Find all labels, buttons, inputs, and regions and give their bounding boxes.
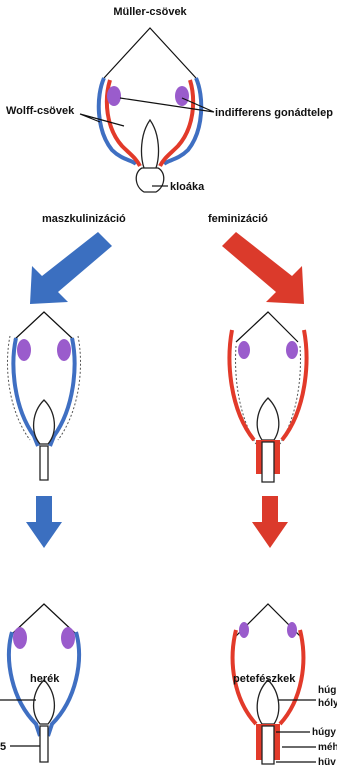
female-arrow-down [252, 496, 288, 548]
label-gonad: indifferens gonádtelep [215, 107, 333, 119]
female-intermediate-stage [230, 312, 307, 482]
label-feminization: feminizáció [208, 213, 268, 225]
label-bladder-2: hóly [318, 698, 337, 709]
female-mid-urethra [262, 442, 274, 482]
male-mid-gonad-left [17, 339, 31, 361]
male-mid-bladder [34, 400, 55, 444]
label-urethra: húgy [312, 727, 336, 738]
label-uterus: méh [318, 742, 337, 753]
male-testis-right [61, 627, 75, 649]
male-intermediate-stage [7, 312, 80, 480]
male-mid-frame [14, 312, 74, 340]
female-mid-gonad-right [286, 341, 298, 359]
female-mid-gonad-left [238, 341, 250, 359]
female-ovary-right [287, 622, 297, 638]
gonad-right [175, 86, 189, 106]
label-vagina: hüv [318, 757, 336, 768]
label-masculinization: maszkulinizáció [42, 213, 126, 225]
female-final-urethra [262, 726, 274, 764]
female-ovary-left [239, 622, 249, 638]
label-muller: Müller-csövek [113, 6, 187, 18]
male-testis-left [13, 627, 27, 649]
female-arrow-diagonal [222, 232, 304, 304]
cloaca-bulb [136, 168, 164, 192]
gonad-left [107, 86, 121, 106]
female-mid-frame [236, 312, 298, 342]
female-final-stage: petefészkek húg hóly húgy méh hüv [233, 604, 337, 768]
label-ovaries: petefészkek [233, 673, 296, 685]
top-frame-lines [104, 28, 196, 78]
indifferent-stage: Müller-csövek Wolff-csövek indifferens g… [6, 6, 333, 193]
female-final-bladder [257, 680, 279, 724]
male-final-bladder [34, 680, 55, 724]
male-arrow-down [26, 496, 62, 548]
male-arrow-diagonal [30, 232, 112, 304]
label-wolff: Wolff-csövek [6, 105, 75, 117]
female-mid-bladder [257, 398, 279, 440]
label-testes: herék [30, 673, 60, 685]
label-bladder-1: húg [318, 685, 336, 696]
male-final-urethra [40, 726, 48, 762]
male-final-stage: herék 5 [0, 604, 79, 762]
male-mid-urethra [40, 446, 48, 480]
male-mid-gonad-right [57, 339, 71, 361]
label-male-cut: 5 [0, 741, 6, 753]
label-cloaca: kloáka [170, 181, 205, 193]
